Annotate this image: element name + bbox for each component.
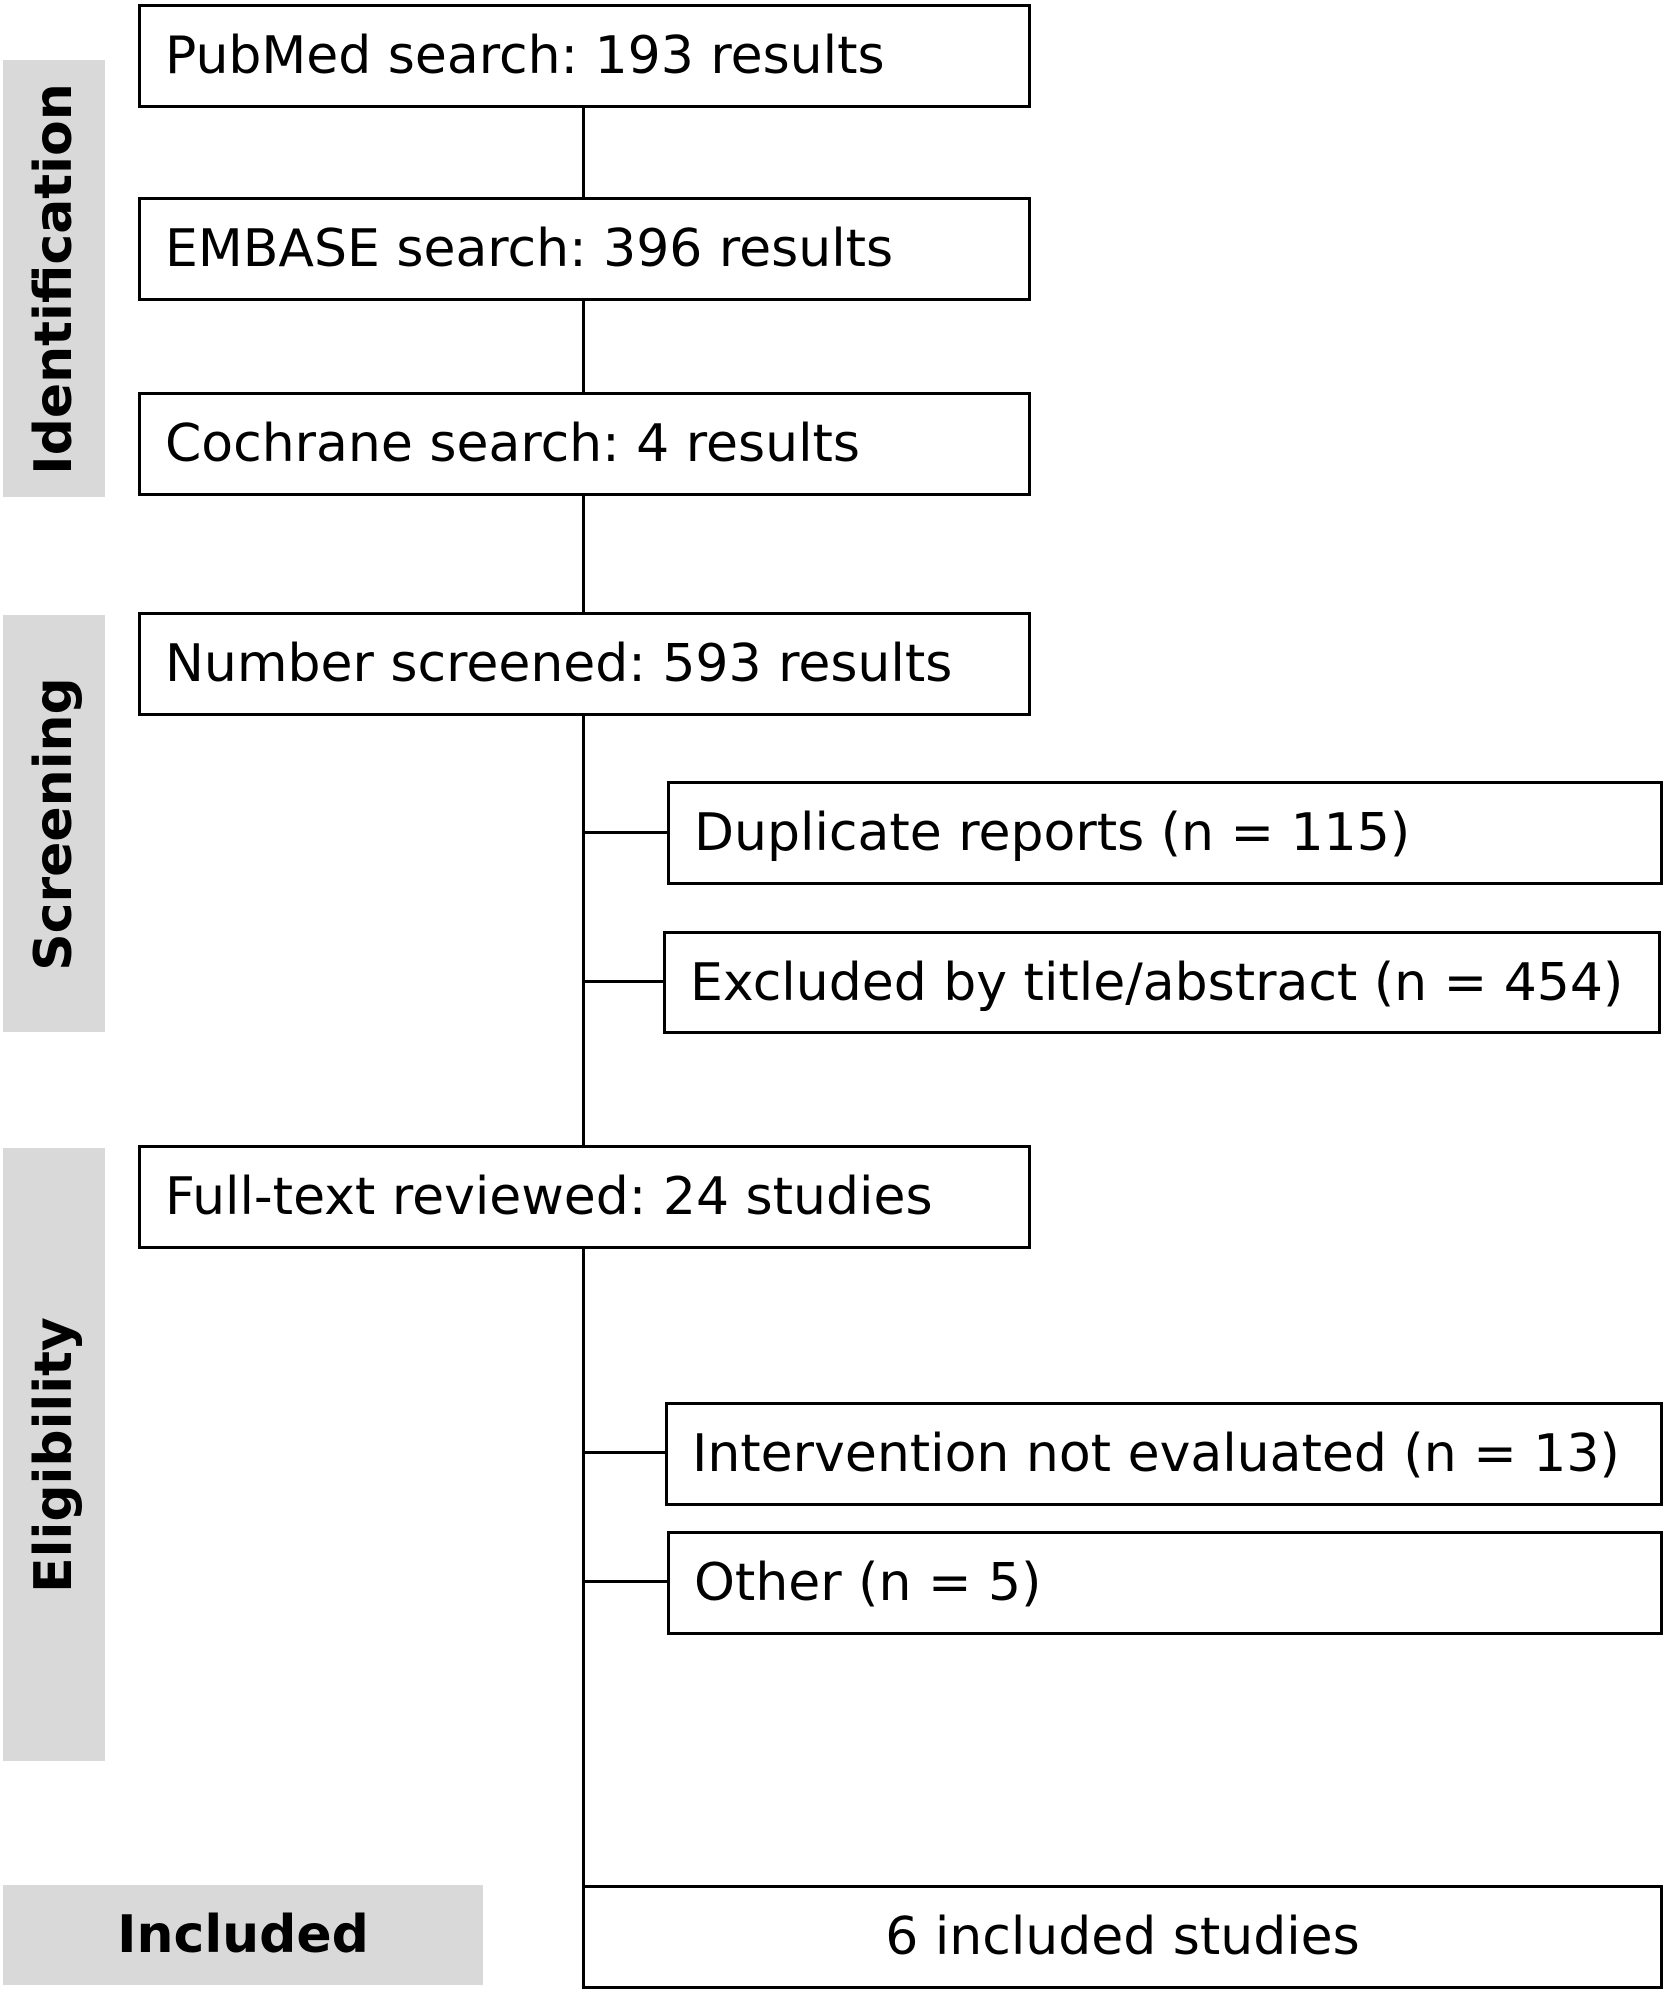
stage-identification-band: Identification (3, 60, 105, 497)
pubmed-search-box: PubMed search: 193 results (138, 4, 1031, 108)
stage-eligibility-band: Eligibility (3, 1148, 105, 1761)
included-studies-text: 6 included studies (885, 1907, 1360, 1967)
pubmed-search-text: PubMed search: 193 results (165, 26, 885, 86)
stage-screening-label: Screening (24, 676, 84, 971)
branch-line-duplicates (582, 831, 668, 834)
main-flow-line (582, 106, 585, 1886)
excluded-title-abstract-box: Excluded by title/abstract (n = 454) (663, 931, 1661, 1034)
stage-identification-label: Identification (24, 82, 84, 475)
other-exclusion-box: Other (n = 5) (667, 1531, 1663, 1635)
number-screened-text: Number screened: 593 results (165, 634, 953, 694)
included-studies-box: 6 included studies (582, 1885, 1663, 1989)
full-text-reviewed-text: Full-text reviewed: 24 studies (165, 1167, 933, 1227)
excluded-title-abstract-text: Excluded by title/abstract (n = 454) (690, 952, 1624, 1013)
branch-line-excluded-title (582, 980, 664, 983)
duplicate-reports-text: Duplicate reports (n = 115) (694, 803, 1411, 863)
stage-included-label: Included (117, 1905, 369, 1965)
intervention-not-evaluated-box: Intervention not evaluated (n = 13) (665, 1402, 1663, 1506)
embase-search-text: EMBASE search: 396 results (165, 219, 894, 279)
stage-screening-band: Screening (3, 615, 105, 1032)
embase-search-box: EMBASE search: 396 results (138, 197, 1031, 301)
number-screened-box: Number screened: 593 results (138, 612, 1031, 716)
cochrane-search-box: Cochrane search: 4 results (138, 392, 1031, 496)
cochrane-search-text: Cochrane search: 4 results (165, 414, 860, 474)
duplicate-reports-box: Duplicate reports (n = 115) (667, 781, 1663, 885)
full-text-reviewed-box: Full-text reviewed: 24 studies (138, 1145, 1031, 1249)
branch-line-other (582, 1580, 668, 1583)
stage-included-band: Included (3, 1885, 483, 1985)
intervention-not-evaluated-text: Intervention not evaluated (n = 13) (692, 1424, 1620, 1484)
branch-line-intervention (582, 1451, 666, 1454)
other-exclusion-text: Other (n = 5) (694, 1553, 1042, 1613)
stage-eligibility-label: Eligibility (24, 1316, 84, 1593)
